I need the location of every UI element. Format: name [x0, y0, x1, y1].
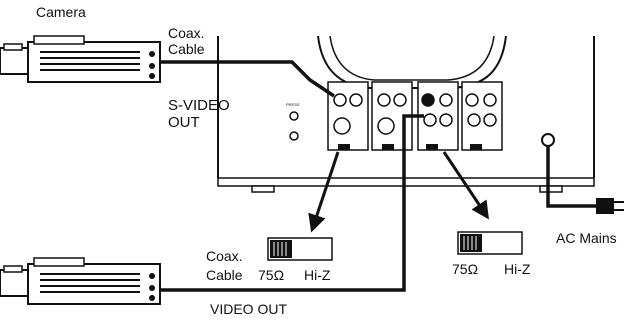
input-module-d [461, 81, 503, 151]
switch-left-75-label: 75Ω [258, 267, 284, 283]
camera-label: Camera [36, 4, 86, 20]
arrow-left-switch [308, 151, 340, 233]
input-module-a [327, 81, 369, 151]
ac-mains-label: AC Mains [556, 230, 617, 246]
video-out-label: VIDEO OUT [210, 301, 287, 317]
slide-switch-icon [457, 231, 523, 255]
svideo-out-label-2: OUT [168, 114, 200, 131]
switch-right-hiz-label: Hi-Z [504, 261, 531, 277]
slide-switch-icon [267, 237, 333, 261]
camera-bottom [0, 257, 161, 305]
coax-cable-bottom-label-2: Cable [206, 267, 243, 283]
ac-mains-cable [546, 146, 596, 208]
coax-cable-top [160, 60, 335, 98]
coax-cable-bottom-label-1: Coax. [206, 248, 243, 264]
camera-top [0, 35, 161, 83]
svg-text:PRESS: PRESS [286, 102, 300, 107]
switch-right-75-label: 75Ω [452, 261, 478, 277]
monitor-rear-panel-icon: PRESS [217, 35, 595, 193]
coax-cable-bottom [160, 114, 424, 292]
power-plug-icon [596, 198, 624, 214]
switch-left-hiz-label: Hi-Z [304, 267, 331, 283]
svideo-out-label-1: S-VIDEO [168, 97, 230, 114]
arrow-right-switch [442, 151, 489, 220]
input-module-c [417, 81, 459, 151]
coax-cable-top-label-2: Cable [168, 41, 205, 57]
coax-cable-top-label-1: Coax. [168, 25, 205, 41]
camera-icon [0, 35, 161, 83]
camera-icon [0, 257, 161, 305]
